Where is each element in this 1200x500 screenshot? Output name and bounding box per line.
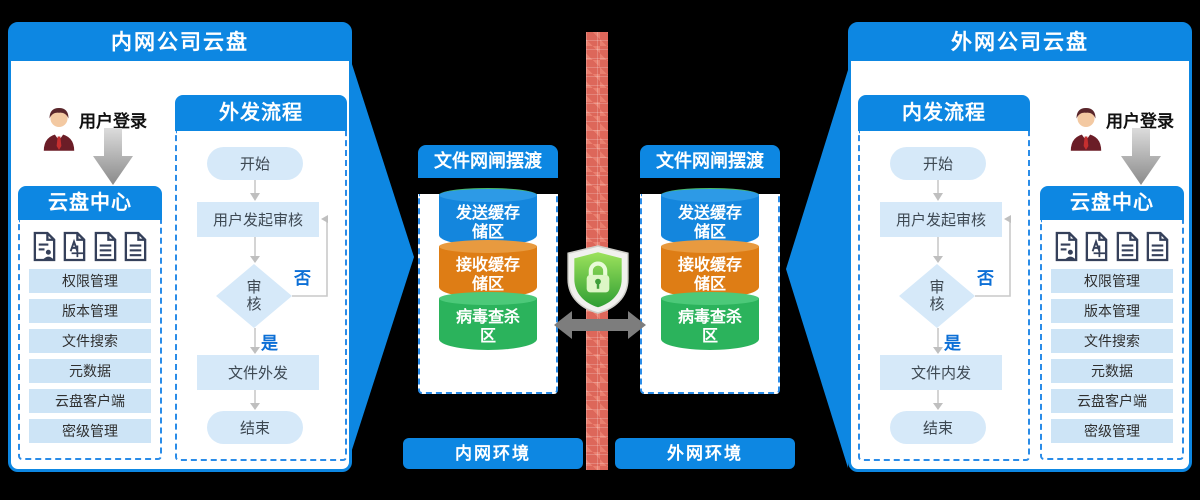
cloud-center-box: 云盘中心 bbox=[18, 186, 162, 460]
cloud-feature-item: 文件搜索 bbox=[1051, 329, 1173, 353]
intranet-environment-label: 内网环境 bbox=[403, 438, 583, 469]
cloud-feature-item: 元数据 bbox=[29, 359, 151, 383]
gateway-body: 发送缓存储区 接收缓存储区 病毒查杀区 bbox=[640, 188, 780, 394]
intranet-cloud-panel: 内网公司云盘 用户登录 云盘中心 bbox=[8, 22, 352, 472]
receive-buffer-cylinder: 接收缓存储区 bbox=[439, 240, 537, 298]
cloud-feature-item: 文件搜索 bbox=[29, 329, 151, 353]
inbound-flow-body: 开始 用户发起审核 审核 否 是 文件内发 结束 bbox=[858, 131, 1030, 461]
flow-action-node: 文件内发 bbox=[880, 355, 1002, 390]
receive-buffer-cylinder: 接收缓存储区 bbox=[661, 240, 759, 298]
send-buffer-cylinder: 发送缓存储区 bbox=[439, 188, 537, 246]
user-avatar-icon bbox=[1070, 108, 1102, 151]
text-document-icon bbox=[124, 231, 147, 261]
send-buffer-cylinder: 发送缓存储区 bbox=[661, 188, 759, 246]
outbound-flow-title: 外发流程 bbox=[175, 95, 347, 131]
text-document-icon bbox=[94, 231, 116, 261]
cloud-center-box: 云盘中心 bbox=[1040, 186, 1184, 460]
cloud-feature-item: 版本管理 bbox=[29, 299, 151, 323]
cloud-feature-item: 密级管理 bbox=[29, 419, 151, 443]
extranet-environment-label: 外网环境 bbox=[615, 438, 795, 469]
flow-review-request-node: 用户发起审核 bbox=[197, 202, 319, 237]
intranet-panel-title: 内网公司云盘 bbox=[10, 24, 350, 61]
cloud-feature-item: 密级管理 bbox=[1051, 419, 1173, 443]
buffer-cylinder-stack: 发送缓存储区 接收缓存储区 病毒查杀区 bbox=[439, 188, 537, 350]
flow-direction-arrow-right bbox=[786, 70, 848, 468]
login-arrow-icon bbox=[1121, 128, 1161, 185]
virus-scan-cylinder: 病毒查杀区 bbox=[661, 292, 759, 350]
flow-action-node: 文件外发 bbox=[197, 355, 319, 390]
branch-no-label: 否 bbox=[294, 269, 311, 288]
branch-yes-label: 是 bbox=[261, 334, 278, 353]
flow-end-node: 结束 bbox=[890, 411, 986, 444]
virus-scan-cylinder: 病毒查杀区 bbox=[439, 292, 537, 350]
branch-yes-label: 是 bbox=[944, 334, 961, 353]
user-avatar-icon bbox=[43, 108, 75, 151]
text-document-icon bbox=[1116, 231, 1138, 261]
gateway-box-extranet: 文件网闸摆渡 发送缓存储区 接收缓存储区 病毒查杀区 bbox=[640, 145, 780, 394]
gateway-title: 文件网闸摆渡 bbox=[640, 145, 780, 178]
outbound-flow-body: 开始 用户发起审核 审核 否 是 文件外发 结束 bbox=[175, 131, 347, 461]
user-document-icon bbox=[1055, 231, 1078, 261]
cloud-center-title: 云盘中心 bbox=[18, 186, 162, 220]
outbound-flow-box: 外发流程 开始 用户发 bbox=[175, 95, 347, 461]
inbound-flow-box: 内发流程 开始 用户发 bbox=[858, 95, 1030, 461]
document-icon-row bbox=[29, 229, 151, 263]
cloud-feature-item: 权限管理 bbox=[1051, 269, 1173, 293]
branch-no-label: 否 bbox=[977, 269, 994, 288]
user-login-label: 用户登录 bbox=[79, 112, 147, 131]
double-arrow-icon bbox=[554, 311, 646, 339]
cloud-center-body: 权限管理 版本管理 文件搜索 元数据 云盘客户端 密级管理 bbox=[1040, 220, 1184, 460]
cloud-feature-item: 权限管理 bbox=[29, 269, 151, 293]
login-arrow-icon bbox=[93, 128, 133, 185]
flow-end-node: 结束 bbox=[207, 411, 303, 444]
design-document-icon bbox=[1086, 231, 1108, 261]
flow-decision-label: 审核 bbox=[929, 279, 945, 313]
inbound-flow-title: 内发流程 bbox=[858, 95, 1030, 131]
flow-start-node: 开始 bbox=[890, 147, 986, 180]
flow-start-node: 开始 bbox=[207, 147, 303, 180]
flow-decision-label: 审核 bbox=[246, 279, 262, 313]
gateway-title: 文件网闸摆渡 bbox=[418, 145, 558, 178]
user-login-label: 用户登录 bbox=[1106, 112, 1174, 131]
cloud-feature-item: 云盘客户端 bbox=[1051, 389, 1173, 413]
gateway-box-intranet: 文件网闸摆渡 发送缓存储区 接收缓存储区 病毒查杀区 bbox=[418, 145, 558, 394]
text-document-icon bbox=[1146, 231, 1169, 261]
buffer-cylinder-stack: 发送缓存储区 接收缓存储区 病毒查杀区 bbox=[661, 188, 759, 350]
gateway-body: 发送缓存储区 接收缓存储区 病毒查杀区 bbox=[418, 188, 558, 394]
extranet-panel-title: 外网公司云盘 bbox=[850, 24, 1190, 61]
cloud-center-title: 云盘中心 bbox=[1040, 186, 1184, 220]
extranet-cloud-panel: 外网公司云盘 内发流程 bbox=[848, 22, 1192, 472]
flow-direction-arrow-left bbox=[350, 58, 414, 456]
flow-review-request-node: 用户发起审核 bbox=[880, 202, 1002, 237]
cloud-feature-item: 云盘客户端 bbox=[29, 389, 151, 413]
cloud-center-body: 权限管理 版本管理 文件搜索 元数据 云盘客户端 密级管理 bbox=[18, 220, 162, 460]
cloud-feature-item: 版本管理 bbox=[1051, 299, 1173, 323]
design-document-icon bbox=[64, 231, 86, 261]
cloud-feature-item: 元数据 bbox=[1051, 359, 1173, 383]
flow-connectors bbox=[933, 180, 1011, 410]
shield-lock-icon bbox=[567, 245, 629, 314]
document-icon-row bbox=[1051, 229, 1173, 263]
user-document-icon bbox=[33, 231, 56, 261]
flow-connectors bbox=[250, 180, 328, 410]
